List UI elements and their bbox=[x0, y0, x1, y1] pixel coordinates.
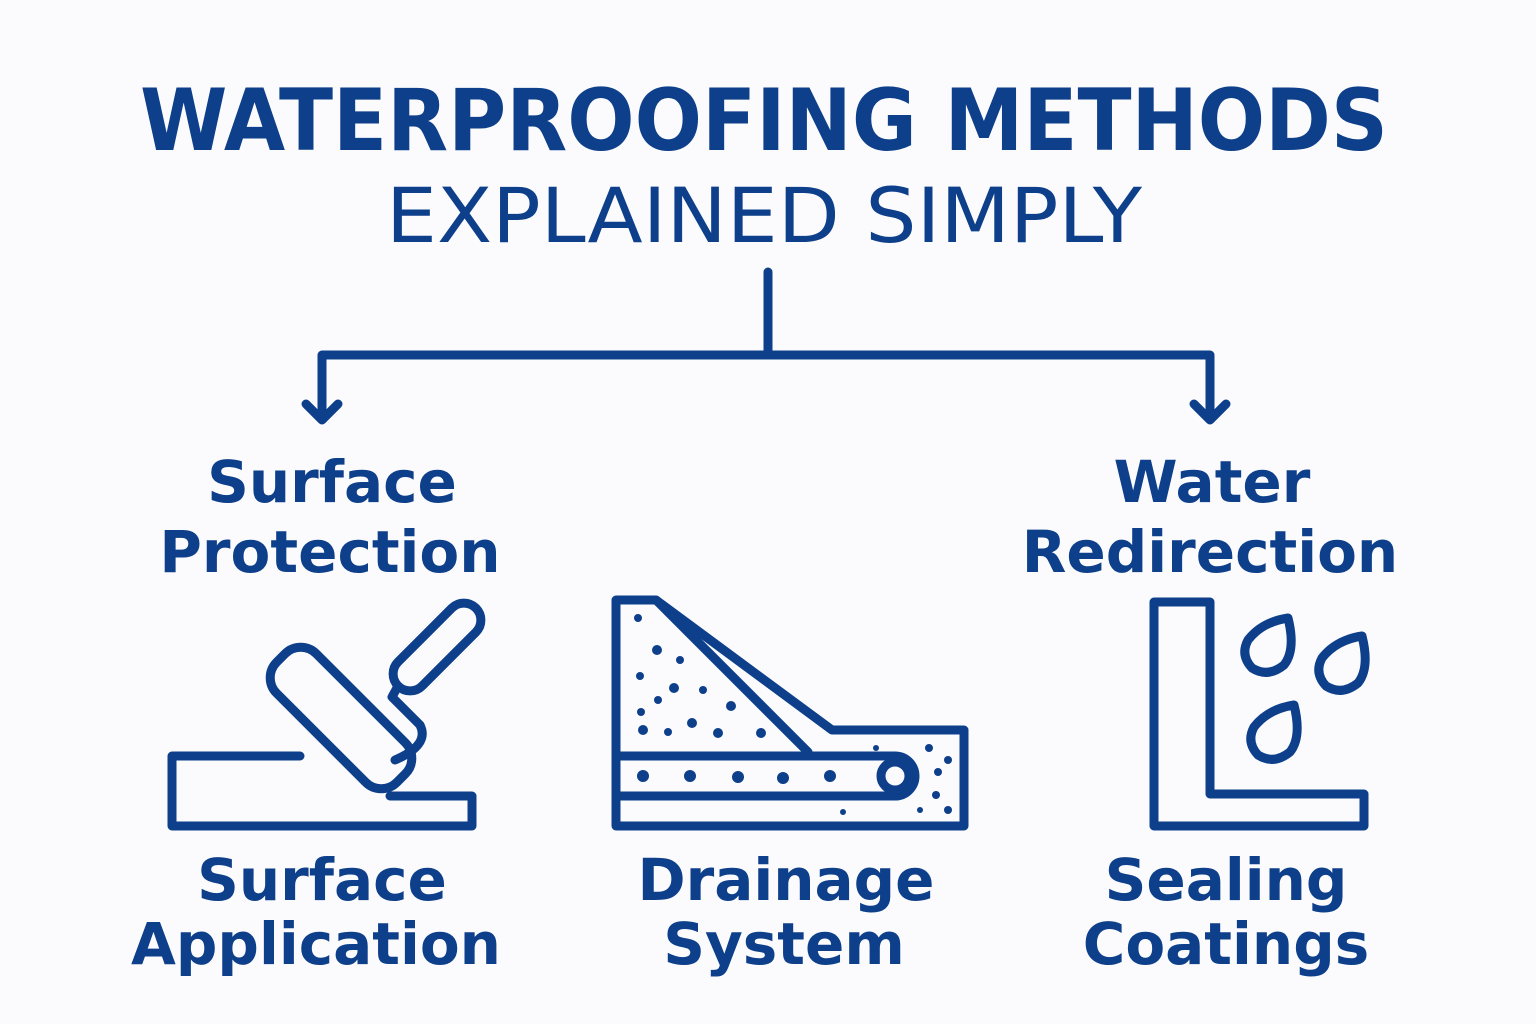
title-line-1: WATERPROOFING METHODS bbox=[140, 71, 1388, 171]
connector-tree bbox=[301, 267, 1231, 425]
method-surface-application-line2: Application bbox=[131, 910, 501, 978]
arrow-right-icon bbox=[1189, 399, 1231, 425]
drainage-icon bbox=[611, 595, 969, 831]
title-line-2: EXPLAINED SIMPLY bbox=[386, 171, 1143, 260]
method-sealing-coatings-line1: Sealing bbox=[1105, 846, 1348, 914]
drop-icon bbox=[1240, 613, 1296, 677]
method-surface-application-line1: Surface bbox=[197, 846, 447, 914]
drop-icon bbox=[1246, 700, 1302, 764]
branch-water-redirection-line1: Water bbox=[1114, 448, 1311, 516]
paint-roller-icon bbox=[167, 598, 486, 831]
branch-surface-protection-line1: Surface bbox=[207, 448, 457, 516]
method-drainage-system-line1: Drainage bbox=[637, 846, 934, 914]
sealing-corner-drops-icon bbox=[1149, 597, 1370, 831]
drop-icon bbox=[1314, 631, 1370, 695]
method-drainage-system-line2: System bbox=[663, 910, 905, 978]
branch-water-redirection-line2: Redirection bbox=[1022, 518, 1398, 586]
method-sealing-coatings-line2: Coatings bbox=[1083, 910, 1370, 978]
branch-surface-protection-line2: Protection bbox=[159, 518, 500, 586]
arrow-left-icon bbox=[301, 399, 343, 425]
